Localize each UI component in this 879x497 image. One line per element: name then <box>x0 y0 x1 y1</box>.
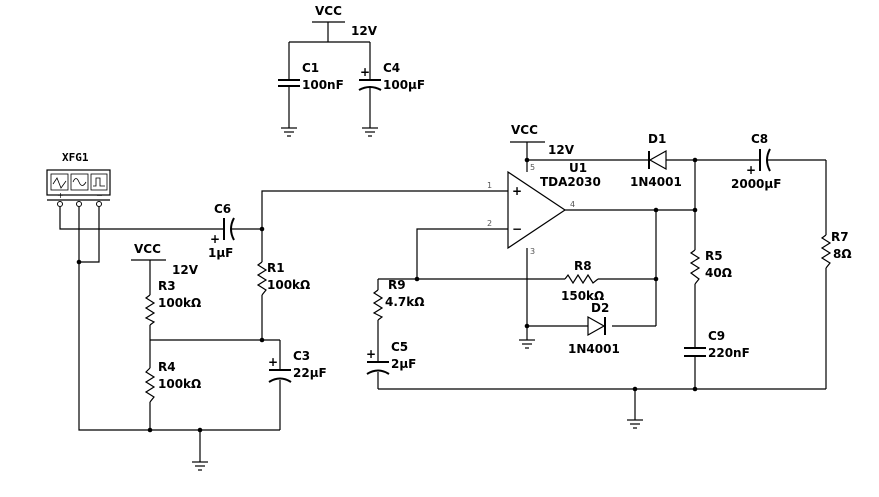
c3-polarity: + <box>268 355 278 369</box>
ground-symbol <box>627 419 643 429</box>
capacitor-c6[interactable] <box>223 217 235 241</box>
r9-ref: R9 <box>388 278 406 292</box>
r1-ref: R1 <box>267 261 285 275</box>
xfg1-pin-minus: − <box>96 191 103 200</box>
c8-ref: C8 <box>751 132 768 146</box>
c8-value: 2000µF <box>731 177 781 191</box>
u1-pin-4: 4 <box>570 200 575 209</box>
capacitor-c9[interactable] <box>684 347 706 357</box>
ground-symbol <box>281 127 297 137</box>
ground-symbol <box>192 461 208 471</box>
c1-value: 100nF <box>302 78 344 92</box>
u1-plus-symbol: + <box>512 184 522 198</box>
u1-pin-3: 3 <box>530 247 535 256</box>
c9-value: 220nF <box>708 346 750 360</box>
voltage-label-bias: 12V <box>172 263 199 277</box>
voltage-label: 12V <box>351 24 378 38</box>
resistor-r3[interactable] <box>144 294 156 326</box>
r4-value: 100kΩ <box>158 377 201 391</box>
resistor-r9[interactable] <box>372 289 384 321</box>
r7-value: 8Ω <box>833 247 852 261</box>
c4-value: 100µF <box>383 78 425 92</box>
d1-value: 1N4001 <box>630 175 682 189</box>
xfg1-ref: XFG1 <box>62 151 89 164</box>
resistor-r5[interactable] <box>689 249 701 285</box>
c4-ref: C4 <box>383 61 400 75</box>
ground-symbol <box>519 339 535 349</box>
opamp-u1[interactable] <box>507 170 567 250</box>
resistor-r4[interactable] <box>144 367 156 403</box>
r3-value: 100kΩ <box>158 296 201 310</box>
capacitor-c8[interactable] <box>759 148 771 172</box>
diode-d1[interactable] <box>648 149 667 171</box>
r8-ref: R8 <box>574 259 592 273</box>
wiring <box>59 141 827 462</box>
r5-ref: R5 <box>705 249 723 263</box>
c6-polarity: + <box>210 232 220 246</box>
voltage-label-amp: 12V <box>548 143 575 157</box>
resistor-r8[interactable] <box>564 273 599 285</box>
u1-pin-2: 2 <box>487 219 492 228</box>
function-generator-xfg1[interactable] <box>46 169 111 207</box>
vcc-label: VCC <box>315 4 342 18</box>
ground-symbol <box>362 127 378 137</box>
r7-ref: R7 <box>831 230 849 244</box>
c6-ref: C6 <box>214 202 231 216</box>
c6-value: 1µF <box>208 246 233 260</box>
r1-value: 100kΩ <box>267 278 310 292</box>
supply-decoupling <box>278 21 382 137</box>
r5-value: 40Ω <box>705 266 732 280</box>
resistor-r1[interactable] <box>256 261 268 296</box>
capacitor-c5[interactable] <box>366 361 390 375</box>
resistor-r7[interactable] <box>820 234 832 269</box>
vcc-label-bias: VCC <box>134 242 161 256</box>
c8-polarity: + <box>746 163 756 177</box>
r4-ref: R4 <box>158 360 176 374</box>
u1-ref: U1 <box>569 161 587 175</box>
r9-value: 4.7kΩ <box>385 295 424 309</box>
capacitor-c3[interactable] <box>268 369 292 383</box>
u1-minus-symbol: − <box>512 222 522 236</box>
d1-ref: D1 <box>648 132 666 146</box>
d2-value: 1N4001 <box>568 342 620 356</box>
c3-value: 22µF <box>293 366 327 380</box>
c3-ref: C3 <box>293 349 310 363</box>
vcc-label-amp: VCC <box>511 123 538 137</box>
c4-polarity: + <box>360 65 370 79</box>
u1-pin-5: 5 <box>530 163 535 172</box>
r3-ref: R3 <box>158 279 176 293</box>
u1-value: TDA2030 <box>540 175 601 189</box>
c5-ref: C5 <box>391 340 408 354</box>
d2-ref: D2 <box>591 301 609 315</box>
c1-ref: C1 <box>302 61 319 75</box>
u1-pin-1: 1 <box>487 181 492 190</box>
c5-polarity: + <box>366 347 376 361</box>
r8-value: 150kΩ <box>561 289 604 303</box>
xfg1-pin-plus: + <box>57 191 64 200</box>
c9-ref: C9 <box>708 329 725 343</box>
c5-value: 2µF <box>391 357 416 371</box>
diode-d2[interactable] <box>587 315 606 337</box>
